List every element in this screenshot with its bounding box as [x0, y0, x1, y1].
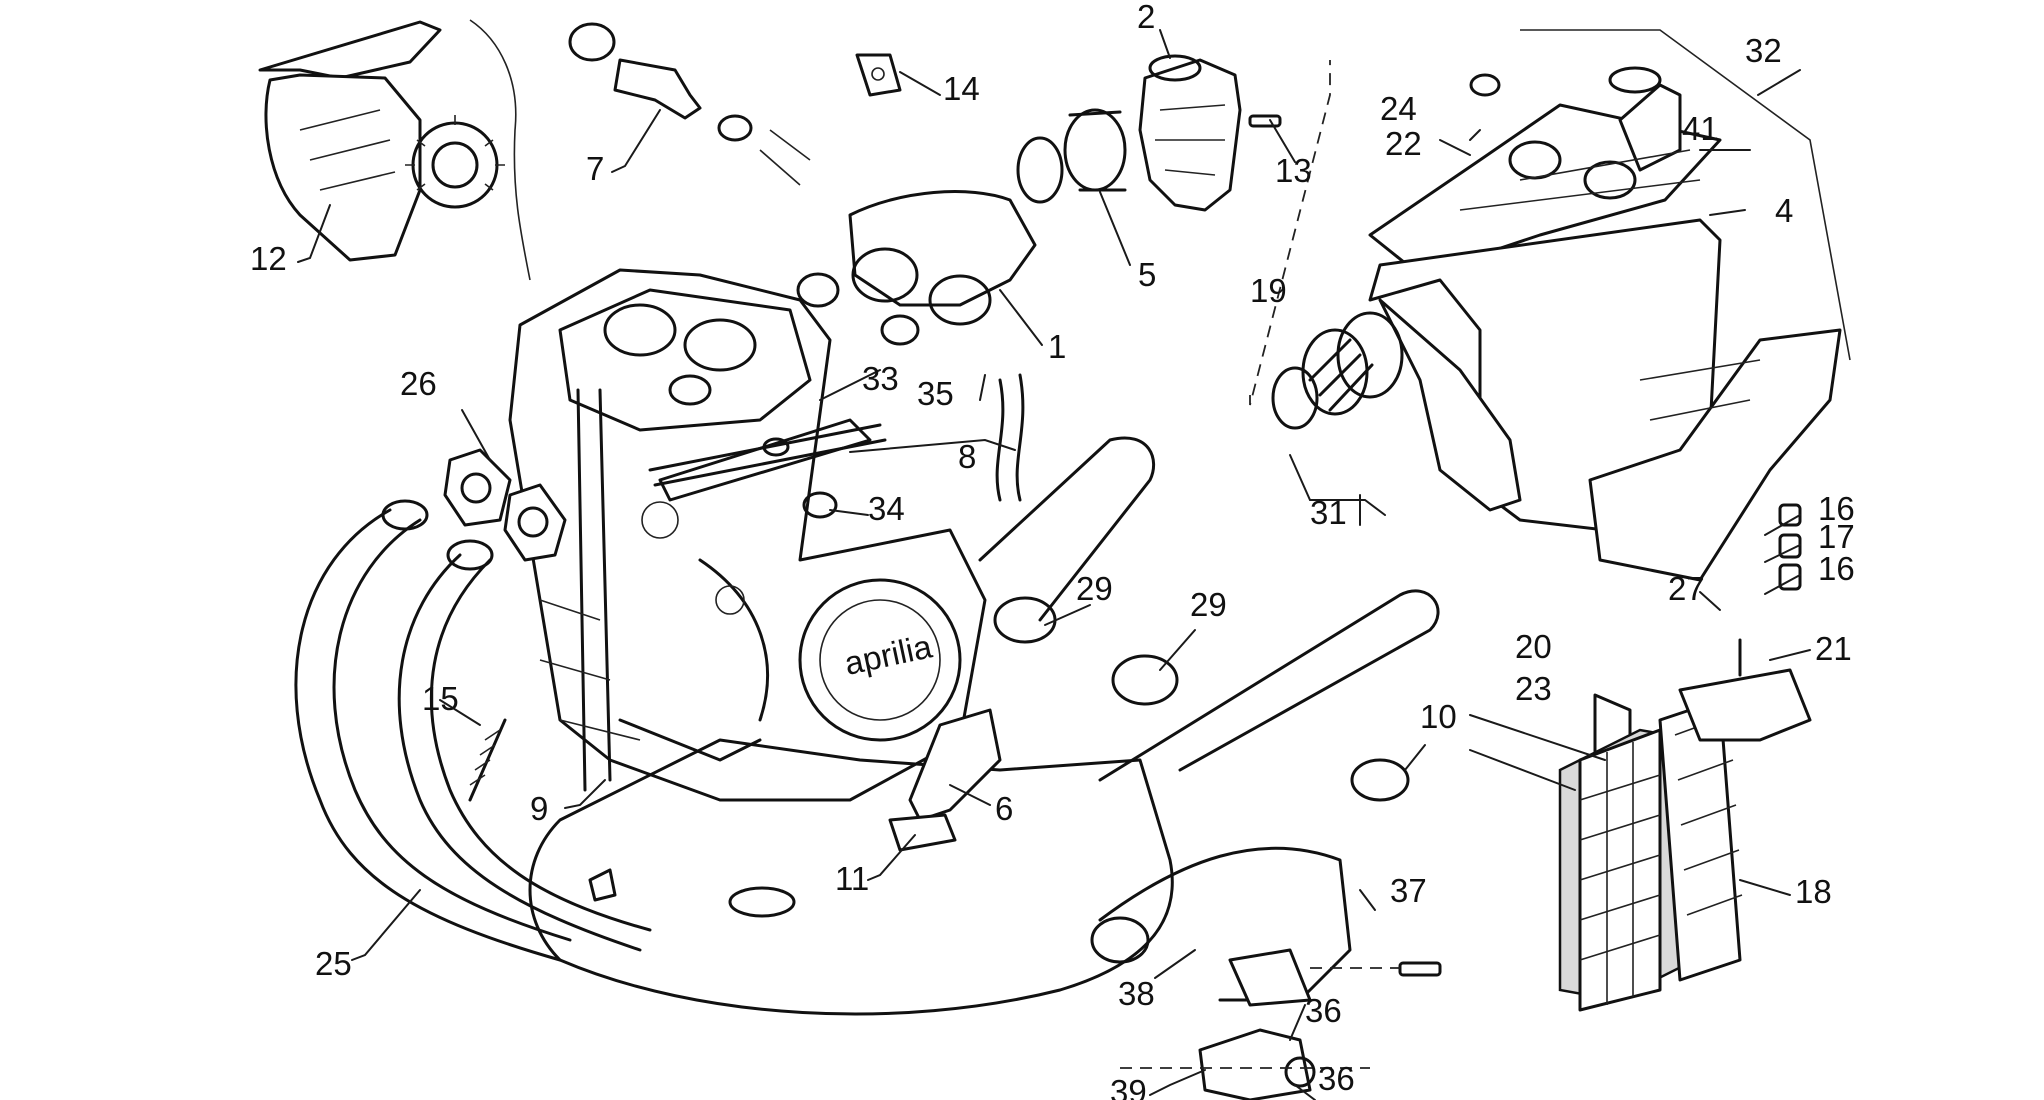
silencer-mount-part: [1090, 846, 1442, 1100]
callout-21: 21: [1815, 630, 1852, 667]
spring-part: [468, 718, 507, 802]
callout-15: 15: [422, 680, 459, 717]
callout-2: 2: [1137, 0, 1155, 35]
callout-26: 26: [400, 365, 437, 402]
callout-8: 8: [958, 438, 976, 475]
callout-17: 17: [1818, 518, 1855, 555]
callout-11: 11: [835, 860, 869, 897]
callout-14: 14: [943, 70, 980, 107]
sprocket-cover-part: [258, 20, 442, 262]
callout-19: 19: [1250, 272, 1287, 309]
callout-37: 36: [1305, 992, 1342, 1029]
screw-part: [1248, 114, 1282, 128]
callout-40: 39: [1110, 1073, 1147, 1100]
callout-24: 24: [1380, 90, 1417, 127]
callout-34: 34: [868, 490, 905, 527]
callout-31: 31: [1310, 494, 1347, 531]
leader-lines: [297, 29, 1811, 1100]
airbox-part: [1368, 29, 1851, 582]
callout-10: 10: [1420, 698, 1457, 735]
silencer-part: [528, 738, 1174, 1016]
callout-41: 41: [1682, 110, 1719, 147]
callout-32: 32: [1745, 32, 1782, 69]
front-sprocket-part: [405, 19, 531, 281]
valve-fitting-part: [568, 22, 811, 186]
muffler-tube-part: [978, 436, 1440, 782]
callout-29: 29: [1076, 570, 1113, 607]
callout-38: 37: [1390, 872, 1427, 909]
callout-5: 5: [1138, 256, 1156, 293]
exhaust-gasket-part: [443, 448, 567, 562]
intake-manifold-part: [796, 108, 1127, 346]
engine-block-part: aprilia: [508, 268, 987, 802]
kick-lever-part: [888, 708, 1002, 852]
callout-39: 38: [1118, 975, 1155, 1012]
callout-25: 25: [315, 945, 352, 982]
callout-7: 7: [586, 150, 604, 187]
callout-18: 18: [1795, 873, 1832, 910]
callout-22: 22: [1385, 125, 1422, 162]
callout-36: 36: [1318, 1060, 1355, 1097]
exhaust-header-part: [294, 499, 652, 962]
callout-27: 27: [1668, 570, 1705, 607]
callout-6: 6: [995, 790, 1013, 827]
carburettor-part: [1138, 54, 1242, 212]
callout-16-top: 16: [1818, 490, 1855, 527]
callout-16-bottom: 16: [1818, 550, 1855, 587]
callout-30: 29: [1190, 586, 1227, 623]
callout-9: 9: [530, 790, 548, 827]
clip-part: [855, 53, 902, 97]
callout-12: 12: [250, 240, 287, 277]
air-filter-part: [1558, 638, 1812, 1012]
callout-35: 35: [917, 375, 954, 412]
breather-pipe-part: [648, 373, 1025, 519]
callout-13: 13: [1275, 152, 1312, 189]
callout-33: 33: [862, 360, 899, 397]
callout-4: 4: [1775, 192, 1793, 229]
callout-numbers: 12 2 13 14 7 5 1 8 33 35 34 9 6 11 26 15…: [250, 0, 1855, 1100]
callout-1: 1: [1048, 328, 1066, 365]
callout-23: 23: [1515, 670, 1552, 707]
callout-20: 20: [1515, 628, 1552, 665]
intake-boot-part: [1249, 60, 1404, 430]
